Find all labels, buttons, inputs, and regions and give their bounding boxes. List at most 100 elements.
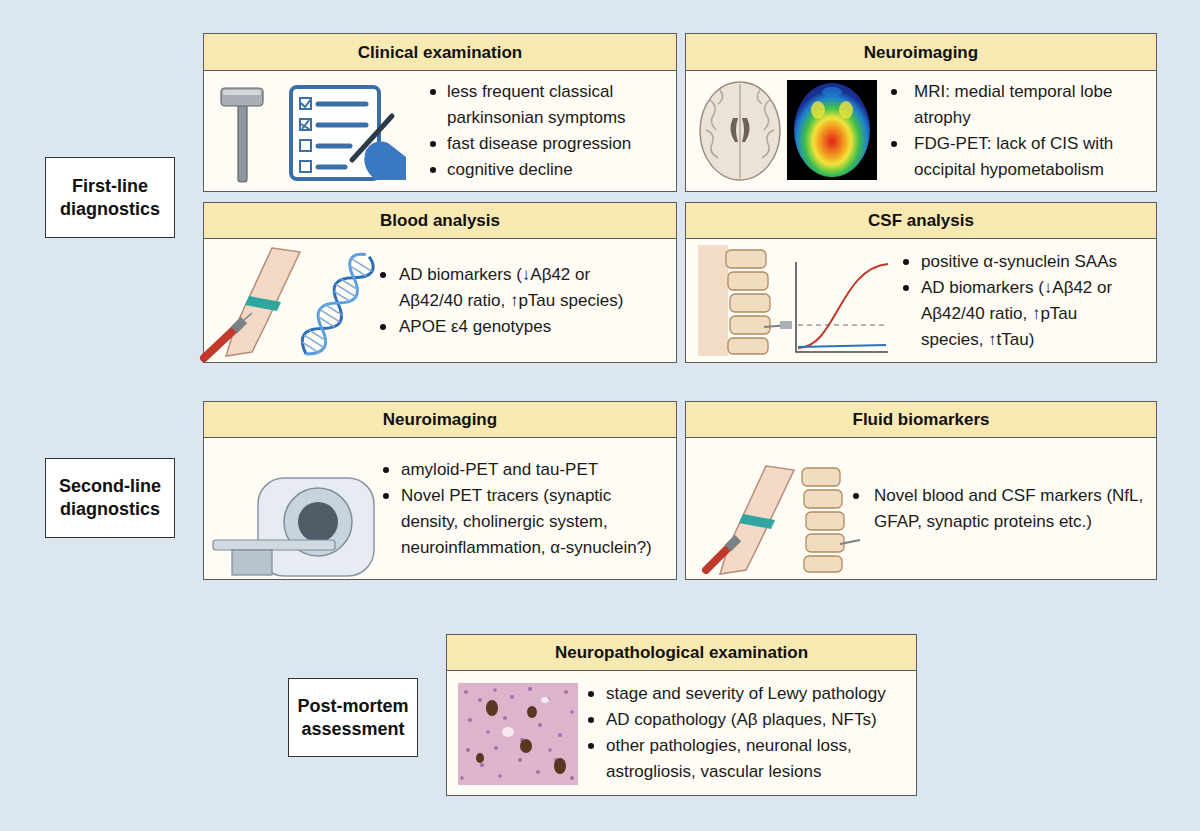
bullet-text: cognitive decline — [447, 157, 672, 183]
bullet-row: less frequent classical parkinsonian sym… — [430, 79, 672, 131]
panel-fill — [685, 401, 1157, 580]
bullet-text: amyloid-PET and tau-PET — [401, 457, 669, 483]
panel-header-band: Neuropathological examination — [447, 635, 916, 671]
bullet-row: stage and severity of Lewy pathology — [588, 681, 906, 707]
bullet-list: AD biomarkers (↓Aβ42 or Aβ42/40 ratio, ↑… — [380, 239, 654, 362]
bullet-list: MRI: medial temporal lobe atrophyFDG-PET… — [891, 71, 1150, 191]
panel-fill — [203, 202, 677, 363]
bullet-row: AD biomarkers (↓Aβ42 or Aβ42/40 ratio, ↑… — [903, 275, 1139, 353]
bullet-dot — [588, 743, 594, 749]
bullet-dot — [903, 259, 909, 265]
panel-heading: CSF analysis — [868, 210, 974, 231]
panel-header-band: Clinical examination — [204, 34, 676, 71]
panel-box: NeuroimagingMRI: medial temporal lobe at… — [685, 33, 1157, 192]
bullet-list: positive α-synuclein SAAsAD biomarkers (… — [903, 239, 1139, 362]
bullet-dot — [430, 167, 436, 173]
bullet-dot — [891, 141, 897, 147]
panel-box: Neuropathological examination stage and s… — [446, 634, 917, 796]
panel-heading: Clinical examination — [358, 42, 522, 63]
pet-scan — [787, 80, 877, 180]
bullet-list-inner: positive α-synuclein SAAsAD biomarkers (… — [903, 249, 1139, 353]
pet-scanner — [213, 478, 374, 576]
bullet-list-inner: less frequent classical parkinsonian sym… — [430, 79, 672, 183]
stage-label-box: First-line diagnostics — [45, 157, 175, 238]
bullet-text: less frequent classical parkinsonian sym… — [447, 79, 672, 131]
bullet-row: MRI: medial temporal lobe atrophy — [891, 79, 1150, 131]
checklist-icon — [291, 87, 406, 180]
bullet-row: other pathologies, neuronal loss, astrog… — [588, 733, 906, 785]
bullet-text: AD biomarkers (↓Aβ42 or Aβ42/40 ratio, ↑… — [921, 275, 1139, 353]
panel-fill — [203, 33, 677, 192]
bullet-text: FDG-PET: lack of CIS with occipital hypo… — [914, 131, 1150, 183]
panel-box: Neuroimaging amyloid-PET and tau-PETNovel… — [203, 401, 677, 580]
panel-box: Fluid biomarkersNovel blood and CSF mark… — [685, 401, 1157, 580]
bullet-dot — [891, 89, 897, 95]
bullet-text: AD copathology (Aβ plaques, NFTs) — [606, 707, 906, 733]
bullet-row: AD copathology (Aβ plaques, NFTs) — [588, 707, 906, 733]
stage-label: First-line diagnostics — [46, 171, 174, 225]
bullet-text: Novel blood and CSF markers (NfL, GFAP, … — [874, 483, 1146, 535]
stage-label: Post-mortem assessment — [289, 691, 417, 745]
panel-header-band: CSF analysis — [686, 203, 1156, 239]
panel-heading: Fluid biomarkers — [853, 409, 990, 430]
panel-box: Blood analysis AD biomarkers (↓Aβ42 or Aβ… — [203, 202, 677, 363]
saa-curve-chart — [796, 262, 888, 352]
reflex-hammer — [221, 88, 263, 182]
bullet-list: stage and severity of Lewy pathologyAD c… — [588, 671, 906, 795]
panel-header-band: Neuroimaging — [686, 34, 1156, 71]
stage-label-box: Post-mortem assessment — [288, 678, 418, 757]
panel-heading: Blood analysis — [380, 210, 500, 231]
bullet-row: fast disease progression — [430, 131, 672, 157]
panel-fill — [685, 33, 1157, 192]
spine-lumbar-puncture — [802, 468, 860, 572]
bullet-dot — [380, 272, 386, 278]
bullet-text: Novel PET tracers (synaptic density, cho… — [401, 483, 669, 561]
arm-blood-draw — [706, 466, 794, 574]
panel-fills — [203, 33, 1157, 796]
bullet-text: fast disease progression — [447, 131, 672, 157]
bullet-dot — [383, 467, 389, 473]
histology-image — [458, 683, 578, 785]
panel-box: Clinical examination less frequent classi… — [203, 33, 677, 192]
bullet-list-inner: AD biomarkers (↓Aβ42 or Aβ42/40 ratio, ↑… — [380, 262, 654, 340]
bullet-row: Novel PET tracers (synaptic density, cho… — [383, 483, 669, 561]
panel-header-band: Fluid biomarkers — [686, 402, 1156, 438]
bullet-list-inner: stage and severity of Lewy pathologyAD c… — [588, 681, 906, 785]
bullet-text: other pathologies, neuronal loss, astrog… — [606, 733, 906, 785]
bullet-text: positive α-synuclein SAAs — [921, 249, 1139, 275]
panel-heading: Neuroimaging — [864, 42, 978, 63]
bullet-text: stage and severity of Lewy pathology — [606, 681, 906, 707]
bullet-dot — [430, 89, 436, 95]
stage-label-box: Second-line diagnostics — [45, 458, 175, 538]
panel-fill — [685, 202, 1157, 363]
bullet-row: cognitive decline — [430, 157, 672, 183]
panel-fill — [203, 401, 677, 580]
bullet-row: AD biomarkers (↓Aβ42 or Aβ42/40 ratio, ↑… — [380, 262, 654, 314]
bullet-dot — [430, 141, 436, 147]
bullet-dot — [588, 717, 594, 723]
bullet-dot — [383, 493, 389, 499]
bullet-text: APOE ε4 genotypes — [399, 314, 654, 340]
spine-lumbar-puncture — [698, 245, 792, 356]
panel-header-band: Neuroimaging — [204, 402, 676, 438]
bullet-row: amyloid-PET and tau-PET — [383, 457, 669, 483]
panel-box: CSF analysis positive α-synuclein SAAsAD … — [685, 202, 1157, 363]
bullet-list-inner: Novel blood and CSF markers (NfL, GFAP, … — [853, 483, 1146, 535]
bullet-row: APOE ε4 genotypes — [380, 314, 654, 340]
bullet-dot — [853, 493, 859, 499]
bullet-row: FDG-PET: lack of CIS with occipital hypo… — [891, 131, 1150, 183]
panel-fill — [446, 634, 917, 796]
bullet-list: amyloid-PET and tau-PETNovel PET tracers… — [383, 438, 669, 579]
stage-label: Second-line diagnostics — [46, 471, 174, 525]
bullet-dot — [380, 324, 386, 330]
bullet-list-inner: amyloid-PET and tau-PETNovel PET tracers… — [383, 457, 669, 561]
dna-helix — [296, 249, 378, 360]
bullet-text: AD biomarkers (↓Aβ42 or Aβ42/40 ratio, ↑… — [399, 262, 654, 314]
bullet-list: Novel blood and CSF markers (NfL, GFAP, … — [853, 438, 1146, 579]
bullet-dot — [903, 285, 909, 291]
bullet-list: less frequent classical parkinsonian sym… — [430, 71, 672, 191]
bullet-dot — [588, 691, 594, 697]
bullet-row: Novel blood and CSF markers (NfL, GFAP, … — [853, 483, 1146, 535]
bullet-list-inner: MRI: medial temporal lobe atrophyFDG-PET… — [891, 79, 1150, 183]
arm-blood-draw — [204, 248, 300, 358]
